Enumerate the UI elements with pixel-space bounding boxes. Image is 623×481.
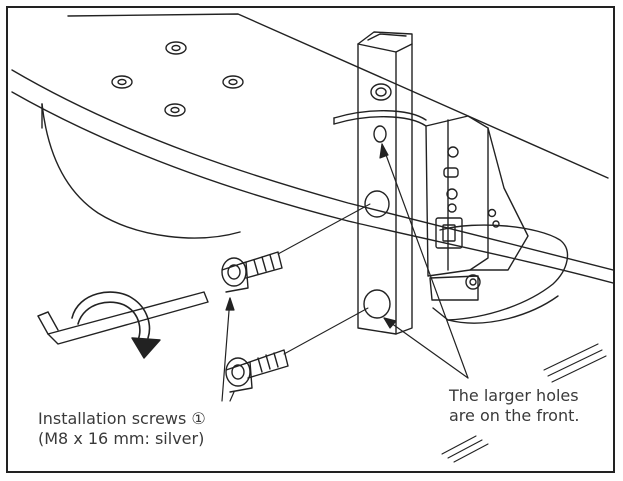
larger-holes-label-line1: The larger holes bbox=[449, 386, 579, 405]
platter bbox=[41, 103, 241, 239]
installation-screw-lower bbox=[225, 349, 289, 393]
installation-screws-label-line1: Installation screws ① bbox=[38, 409, 206, 428]
arm-base-plate bbox=[432, 224, 569, 324]
cable-tie bbox=[333, 110, 427, 127]
installation-screws-label: Installation screws ① (M8 x 16 mm: silve… bbox=[38, 409, 206, 449]
larger-holes-label: The larger holes are on the front. bbox=[449, 386, 579, 426]
break-marks bbox=[441, 343, 607, 463]
hex-wrench bbox=[37, 291, 209, 345]
installation-screw-upper bbox=[221, 251, 283, 293]
diagram-frame: Installation screws ① (M8 x 16 mm: silve… bbox=[6, 6, 615, 473]
rotation-arrow-icon bbox=[71, 291, 161, 359]
top-screw-holes bbox=[111, 41, 244, 117]
leader-holes bbox=[379, 143, 469, 379]
assembly-illustration bbox=[11, 13, 613, 463]
arm-bracket bbox=[425, 115, 529, 301]
vertical-bar bbox=[357, 31, 413, 335]
guide-lines bbox=[277, 203, 371, 355]
larger-holes-label-line2: are on the front. bbox=[449, 406, 580, 425]
cabinet-top bbox=[11, 13, 613, 284]
leader-screws bbox=[221, 297, 235, 402]
installation-screws-label-line2: (M8 x 16 mm: silver) bbox=[38, 429, 205, 448]
